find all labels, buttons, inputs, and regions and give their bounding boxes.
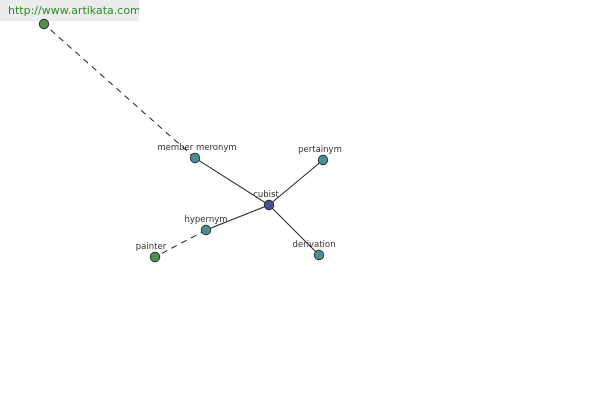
label-painter[interactable]: painter — [136, 242, 167, 252]
node-cubist[interactable] — [263, 199, 275, 211]
label-derivation[interactable]: derivation — [292, 240, 335, 250]
edge-cubist-hypernym — [205, 204, 270, 231]
node-member-meronym[interactable] — [189, 152, 201, 164]
node-pertainym[interactable] — [317, 154, 329, 166]
node-top-leaf[interactable] — [38, 18, 50, 30]
edge-cubist-derivation — [268, 204, 320, 256]
node-painter[interactable] — [149, 251, 161, 263]
node-derivation[interactable] — [313, 249, 325, 261]
edge-cubist-pertainym — [268, 159, 324, 206]
edge-member-meronym-top-leaf — [43, 23, 196, 159]
label-pertainym[interactable]: pertainym — [298, 145, 342, 155]
node-hypernym[interactable] — [200, 224, 212, 236]
label-hypernym[interactable]: hypernym — [184, 215, 227, 225]
site-url-banner[interactable]: http://www.artikata.com — [0, 0, 139, 21]
edge-cubist-member-meronym — [194, 157, 270, 206]
label-cubist[interactable]: cubist — [253, 190, 279, 200]
edge-hypernym-painter — [154, 229, 207, 258]
label-member-meronym[interactable]: member meronym — [157, 143, 236, 153]
